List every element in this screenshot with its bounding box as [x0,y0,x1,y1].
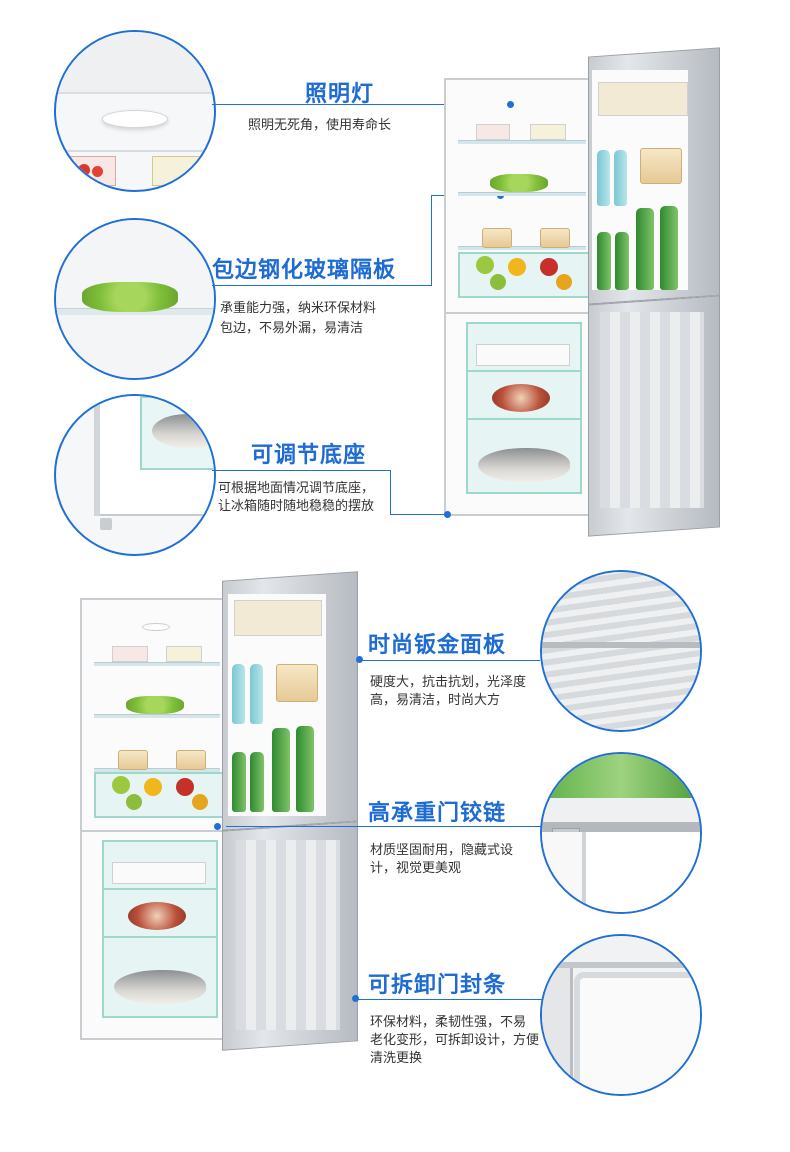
feature-desc-panel-1: 硬度大，抗击抗划，光泽度 [370,674,527,689]
adjustable-base-closeup-image [54,394,216,556]
door-seal-closeup-image [540,934,702,1096]
connector-line [390,514,448,515]
light-closeup-image [54,30,216,192]
connector-line [212,285,432,286]
feature-desc-base-2: 让冰箱随时随地稳稳的摆放 [218,498,375,513]
feature-title-hinge: 高承重门铰链 [368,800,507,825]
feature-title-panel: 时尚钣金面板 [368,632,507,657]
indicator-dot [444,511,451,518]
feature-desc-base-1: 可根据地面情况调节底座， [218,480,375,495]
feature-title-base: 可调节底座 [251,442,367,467]
feature-desc-door-seal-2: 老化变形，可拆卸设计，方便 [370,1032,540,1047]
connector-line [431,195,432,286]
indicator-dot [214,823,221,830]
feature-desc-glass-shelf-2: 包边，不易外漏，易清洁 [220,320,364,335]
connector-line [212,470,390,471]
feature-desc-hinge-2: 计，视觉更美观 [370,860,462,875]
feature-title-door-seal: 可拆卸门封条 [368,972,507,997]
feature-desc-door-seal-3: 清洗更换 [370,1050,423,1065]
indicator-dot [352,995,359,1002]
connector-line [226,826,542,827]
hinge-closeup-image [540,752,702,914]
panel-closeup-image [540,570,702,732]
feature-title-glass-shelf: 包边钢化玻璃隔板 [212,257,397,282]
feature-desc-door-seal-1: 环保材料，柔韧性强，不易 [370,1014,527,1029]
glass-shelf-closeup-image [54,218,216,380]
base-foot-icon [100,518,112,530]
connector-line [390,470,391,515]
indicator-dot [507,101,514,108]
lamp-icon [102,110,168,128]
feature-desc-glass-shelf-1: 承重能力强，纳米环保材料 [220,300,377,315]
feature-desc-panel-2: 高，易清洁，时尚大方 [370,692,501,707]
indicator-dot [356,656,363,663]
connector-line [360,660,540,661]
feature-desc-light: 照明无死角，使用寿命长 [248,117,392,132]
feature-title-light: 照明灯 [305,81,375,106]
connector-line [212,104,512,105]
connector-line [358,999,542,1000]
feature-desc-hinge-1: 材质坚固耐用，隐藏式设 [370,842,514,857]
